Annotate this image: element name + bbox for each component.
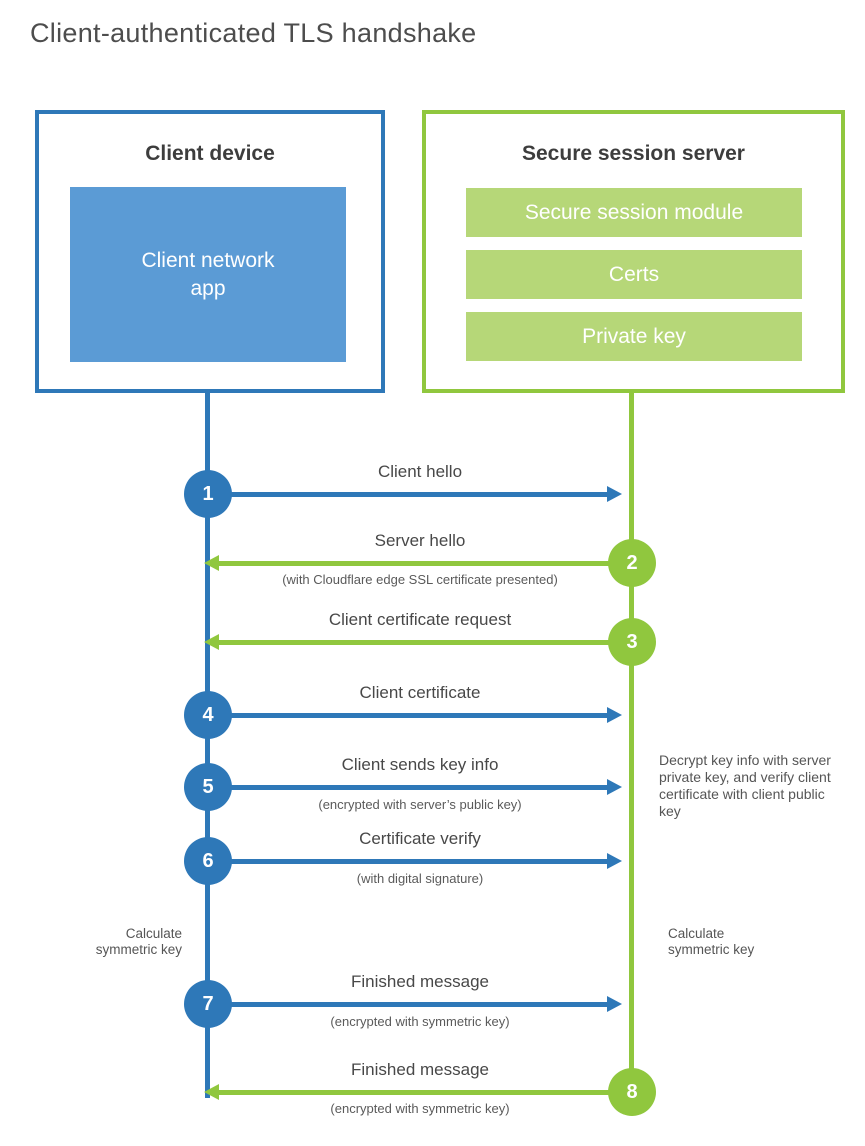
- client-device-heading: Client device: [145, 142, 275, 165]
- step-2-sublabel: (with Cloudflare edge SSL certificate pr…: [282, 572, 558, 587]
- step-7-arrow: [208, 1002, 607, 1007]
- arrowhead-right-icon: [607, 996, 622, 1012]
- client-network-app-box: Client network app: [70, 187, 346, 362]
- step-8-arrow: [219, 1090, 632, 1095]
- page-title: Client-authenticated TLS handshake: [30, 18, 477, 48]
- step-3-label: Client certificate request: [328, 610, 512, 629]
- server-decrypt-note: Decrypt key info with server private key…: [659, 752, 831, 820]
- arrowhead-right-icon: [607, 486, 622, 502]
- arrowhead-right-icon: [607, 707, 622, 723]
- arrowhead-right-icon: [607, 853, 622, 869]
- step-3-badge: 3: [608, 618, 656, 666]
- step-5-label: Client sends key info: [341, 755, 499, 774]
- step-6-badge: 6: [184, 837, 232, 885]
- server-calculate-key-note: Calculate symmetric key: [668, 926, 755, 958]
- server-module-bar: Secure session module: [466, 188, 802, 237]
- step-7-sublabel: (encrypted with symmetric key): [330, 1014, 510, 1029]
- client-network-app-label: Client network app: [141, 249, 275, 300]
- arrowhead-left-icon: [204, 634, 219, 650]
- step-6-label: Certificate verify: [359, 829, 481, 848]
- step-2-arrow: [219, 561, 632, 566]
- step-2-badge: 2: [608, 539, 656, 587]
- step-8-badge: 8: [608, 1068, 656, 1116]
- step-1-badge: 1: [184, 470, 232, 518]
- step-7-badge: 7: [184, 980, 232, 1028]
- step-4-label: Client certificate: [359, 683, 481, 702]
- step-8-sublabel: (encrypted with symmetric key): [330, 1101, 510, 1116]
- client-lifeline: [205, 393, 210, 1098]
- step-6-sublabel: (with digital signature): [356, 871, 484, 886]
- secure-session-server-heading: Secure session server: [522, 142, 745, 165]
- arrowhead-right-icon: [607, 779, 622, 795]
- step-7-label: Finished message: [351, 972, 489, 991]
- arrowhead-left-icon: [204, 1084, 219, 1100]
- server-private-key-label: Private key: [582, 324, 686, 348]
- step-6-arrow: [208, 859, 607, 864]
- step-4-badge: 4: [184, 691, 232, 739]
- step-3-arrow: [219, 640, 632, 645]
- server-lifeline: [629, 393, 634, 1092]
- server-certs-bar: Certs: [466, 250, 802, 299]
- client-calculate-key-note: Calculate symmetric key: [95, 926, 182, 958]
- step-5-sublabel: (encrypted with server’s public key): [318, 797, 522, 812]
- step-5-badge: 5: [184, 763, 232, 811]
- arrowhead-left-icon: [204, 555, 219, 571]
- step-4-arrow: [208, 713, 607, 718]
- step-1-label: Client hello: [377, 462, 463, 481]
- step-2-label: Server hello: [374, 531, 466, 550]
- server-private-key-bar: Private key: [466, 312, 802, 361]
- step-8-label: Finished message: [351, 1060, 489, 1079]
- step-1-arrow: [208, 492, 607, 497]
- server-module-label: Secure session module: [524, 200, 744, 224]
- step-5-arrow: [208, 785, 607, 790]
- server-certs-label: Certs: [608, 262, 660, 286]
